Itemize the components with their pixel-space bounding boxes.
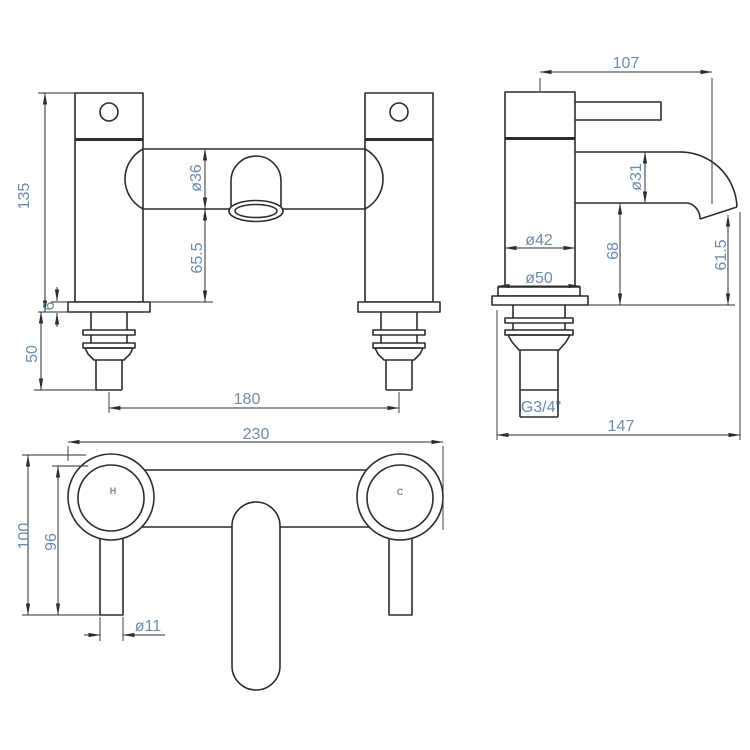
dim-label-o31: ø31 xyxy=(628,163,645,191)
side-base-flange-lower xyxy=(491,295,589,306)
side-shank: G3/4" xyxy=(504,305,574,418)
dim-label-61-5: 61.5 xyxy=(713,239,730,270)
side-base-flange-upper xyxy=(497,286,581,297)
dim-plan-overall-depth: 100 xyxy=(16,454,110,616)
dim-label-230: 230 xyxy=(243,426,270,443)
front-spout-outlet-outer xyxy=(228,199,284,223)
front-spout-outlet-inner xyxy=(234,203,278,219)
side-body xyxy=(504,91,576,288)
dim-label-6: 6 xyxy=(41,301,58,310)
dim-label-o50: ø50 xyxy=(525,270,553,287)
front-right-base-flange xyxy=(357,301,441,313)
side-spout xyxy=(575,151,738,220)
dim-label-107: 107 xyxy=(613,55,640,72)
front-view: 135 ø36 65.5 6 50 180 xyxy=(16,92,441,413)
front-right-pillar xyxy=(364,92,434,303)
dim-plan-overall-width: 230 xyxy=(67,426,444,530)
front-body-bar-left-cap xyxy=(124,148,144,210)
dim-side-overall-depth: 147 xyxy=(496,212,741,440)
dim-label-135: 135 xyxy=(16,183,33,210)
cold-indicator-label: C xyxy=(397,487,404,497)
dim-front-body-diameter: ø36 xyxy=(188,148,208,210)
plan-left-knob-inner xyxy=(77,464,145,532)
dim-label-68: 68 xyxy=(605,242,622,260)
hot-indicator-label: H xyxy=(110,486,117,496)
dim-side-base-diameter: ø50 xyxy=(497,270,581,289)
dim-label-o36: ø36 xyxy=(188,164,205,192)
front-left-pillar xyxy=(74,92,144,303)
dim-side-spout-underside: 68 xyxy=(605,202,623,306)
dim-plan-lever-diameter: ø11 xyxy=(84,617,165,641)
front-left-shank xyxy=(82,312,136,391)
front-spout-dome xyxy=(230,155,282,206)
dim-label-180: 180 xyxy=(234,391,261,408)
front-right-shank xyxy=(372,312,426,391)
dim-label-96: 96 xyxy=(43,533,60,551)
dim-side-spout-diameter: ø31 xyxy=(628,151,648,204)
plan-spout xyxy=(231,501,281,691)
dim-front-flange-thickness: 6 xyxy=(41,287,68,327)
dim-label-147: 147 xyxy=(608,418,635,435)
front-body-bar-right-cap xyxy=(364,148,384,210)
dim-front-shank-length: 50 xyxy=(24,311,96,391)
dim-label-100: 100 xyxy=(16,523,33,550)
plan-right-knob-inner xyxy=(366,464,434,532)
side-lever-handle xyxy=(575,101,662,121)
dim-label-thread: G3/4" xyxy=(521,399,561,416)
dim-label-50: 50 xyxy=(24,345,41,363)
dim-side-outlet-height: 61.5 xyxy=(713,214,731,306)
dim-front-overall-height: 135 xyxy=(16,92,75,313)
dim-side-spout-reach: 107 xyxy=(539,55,713,204)
side-view: G3/4" 107 ø31 68 61.5 ø42 xyxy=(491,55,741,440)
dim-front-tap-centres: 180 xyxy=(108,391,400,413)
dim-side-body-diameter: ø42 xyxy=(504,232,576,251)
front-right-indicator-circle xyxy=(389,102,409,122)
dim-label-o11: ø11 xyxy=(135,618,161,635)
dim-label-65-5: 65.5 xyxy=(189,242,206,273)
front-left-indicator-circle xyxy=(99,102,119,122)
plan-view: H C 230 100 96 ø11 xyxy=(16,426,444,691)
front-left-base-flange xyxy=(67,301,151,313)
dim-plan-handle-reach: 96 xyxy=(43,465,88,616)
dim-label-o42: ø42 xyxy=(525,232,553,249)
dim-front-body-to-deck: 65.5 xyxy=(150,208,213,303)
